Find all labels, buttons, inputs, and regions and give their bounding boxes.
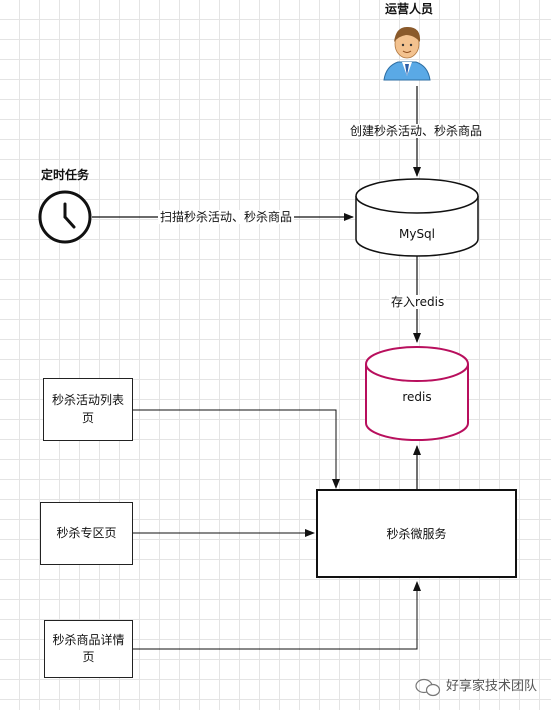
mysql-cylinder — [355, 178, 479, 257]
activity-list-page-box: 秒杀活动列表页 — [43, 378, 133, 441]
watermark-text: 好享家技术团队 — [445, 679, 537, 694]
edge-create-label: 创建秒杀活动、秒杀商品 — [348, 124, 485, 139]
operator-icon — [383, 26, 431, 81]
edge-scan-label: 扫描秒杀活动、秒杀商品 — [158, 210, 295, 225]
edge-store-label: 存入redis — [389, 295, 447, 310]
wechat-icon — [415, 678, 441, 697]
activity-list-page-label: 秒杀活动列表页 — [51, 393, 124, 425]
detail-page-box: 秒杀商品详情页 — [44, 620, 133, 678]
scheduler-label: 定时任务 — [41, 168, 90, 182]
clock-icon — [38, 190, 92, 244]
zone-page-label: 秒杀专区页 — [56, 525, 117, 540]
operator-label: 运营人员 — [385, 2, 434, 16]
redis-cylinder — [365, 346, 469, 441]
edge-detail — [133, 581, 421, 650]
service-label: 秒杀微服务 — [386, 527, 447, 541]
watermark: 好享家技术团队 — [446, 675, 537, 694]
service-box — [316, 489, 517, 578]
redis-label: redis — [402, 390, 432, 404]
edge-activity-list — [133, 409, 340, 489]
detail-page-label: 秒杀商品详情页 — [52, 632, 125, 664]
mysql-label: MySql — [398, 227, 436, 241]
zone-page-box: 秒杀专区页 — [40, 502, 133, 565]
